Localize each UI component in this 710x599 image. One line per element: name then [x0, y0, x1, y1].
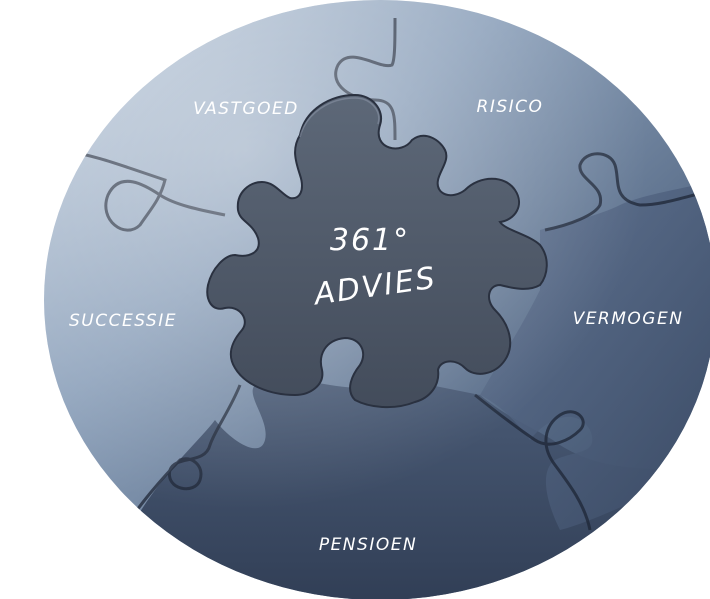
label-vermogen: VERMOGEN — [573, 309, 684, 329]
label-vastgoed: VASTGOED — [193, 99, 299, 119]
label-successie: SUCCESSIE — [69, 311, 177, 331]
label-risico: RISICO — [477, 97, 544, 117]
center-label-line1: 361° — [330, 223, 410, 258]
center-piece — [206, 93, 548, 408]
label-pensioen: PENSIOEN — [319, 535, 417, 555]
center-piece-highlight — [299, 97, 380, 138]
